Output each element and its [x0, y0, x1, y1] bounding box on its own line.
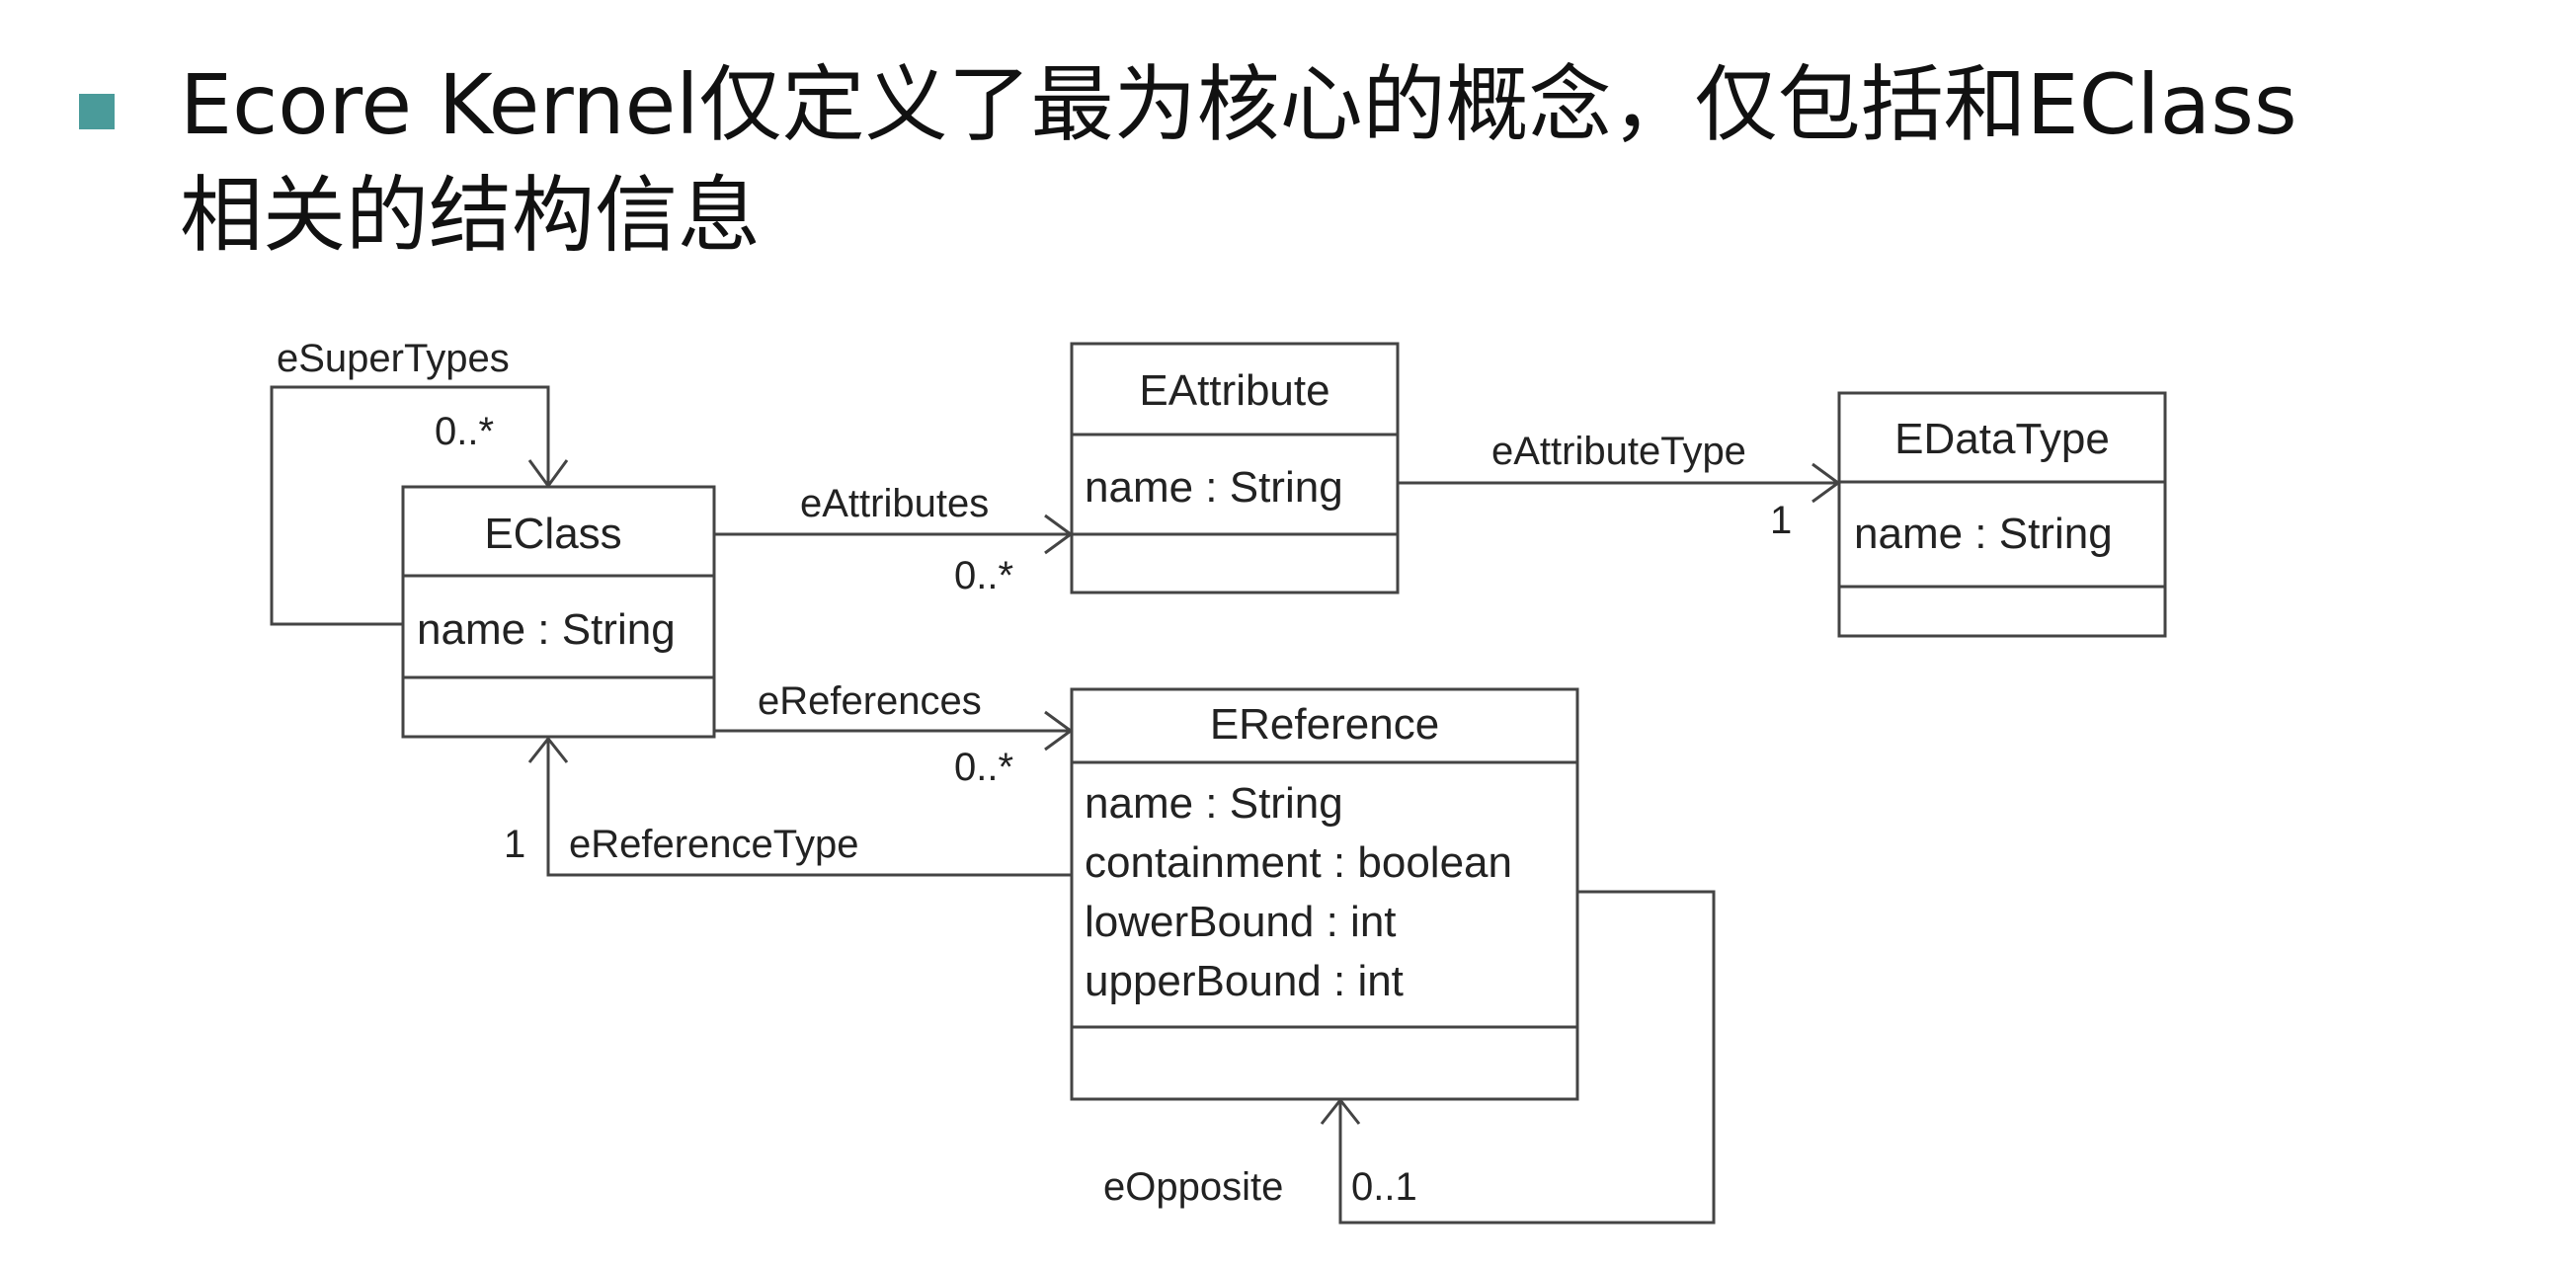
- class-eclass: EClass name : String: [401, 485, 716, 739]
- open-arrow-icon: [527, 736, 569, 763]
- bullet-square-icon: [79, 94, 115, 129]
- class-ereference-box: [1070, 687, 1579, 1101]
- class-edatatype: EDataType name : String: [1837, 391, 2167, 638]
- assoc-ereferencetype: 1 eReferenceType: [504, 736, 1072, 877]
- class-eattribute-box: [1070, 342, 1400, 594]
- assoc-esupertypes-role: eSuperTypes: [277, 337, 510, 380]
- assoc-eopposite-multiplicity: 0..1: [1351, 1165, 1417, 1209]
- assoc-eattributetype: eAttributeType 1: [1398, 430, 1841, 542]
- assoc-eopposite: eOpposite 0..1: [1103, 890, 1716, 1225]
- open-arrow-icon: [1320, 1097, 1361, 1125]
- class-edatatype-name: EDataType: [1894, 415, 2110, 463]
- class-ereference: EReference name : String containment : b…: [1070, 687, 1579, 1101]
- open-arrow-icon: [1811, 462, 1841, 504]
- assoc-esupertypes-multiplicity: 0..*: [435, 410, 494, 453]
- class-eclass-attr: name : String: [417, 605, 676, 654]
- class-eattribute: EAttribute name : String: [1070, 342, 1400, 594]
- assoc-esupertypes: eSuperTypes 0..*: [270, 337, 569, 626]
- heading-line-1: Ecore Kernel仅定义了最为核心的概念，仅包括和EClass: [180, 56, 2297, 153]
- assoc-eattributes-multiplicity: 0..*: [954, 554, 1013, 597]
- class-ereference-name: EReference: [1210, 700, 1439, 749]
- class-ereference-attr: upperBound : int: [1085, 957, 1404, 1005]
- class-eattribute-name: EAttribute: [1139, 366, 1329, 415]
- assoc-eattributes-role: eAttributes: [800, 482, 989, 525]
- assoc-eattributetype-multiplicity: 1: [1770, 499, 1792, 542]
- heading-line-2: 相关的结构信息: [180, 167, 762, 264]
- assoc-ereferencetype-role: eReferenceType: [569, 823, 859, 866]
- slide-heading: Ecore Kernel仅定义了最为核心的概念，仅包括和EClass 相关的结构…: [180, 49, 2550, 271]
- assoc-esupertypes-line: [270, 385, 550, 626]
- assoc-ereferences-role: eReferences: [758, 679, 982, 723]
- class-ereference-attr: containment : boolean: [1085, 838, 1512, 887]
- class-edatatype-attr: name : String: [1854, 510, 2113, 558]
- class-eclass-box: [401, 485, 716, 739]
- class-edatatype-box: [1837, 391, 2167, 638]
- assoc-eopposite-line: [1338, 890, 1716, 1225]
- open-arrow-icon: [527, 459, 569, 489]
- class-eattribute-attr: name : String: [1085, 463, 1343, 512]
- assoc-eattributetype-role: eAttributeType: [1491, 430, 1746, 473]
- assoc-ereferencetype-line: [546, 739, 1072, 877]
- assoc-eopposite-role: eOpposite: [1103, 1165, 1283, 1209]
- open-arrow-icon: [1044, 514, 1074, 555]
- class-ereference-attr: name : String: [1085, 779, 1343, 828]
- class-ereference-attr: lowerBound : int: [1085, 898, 1397, 946]
- open-arrow-icon: [1044, 710, 1074, 752]
- assoc-eattributes: eAttributes 0..*: [714, 482, 1074, 597]
- assoc-ereferences-multiplicity: 0..*: [954, 746, 1013, 789]
- assoc-ereferences: eReferences 0..*: [714, 679, 1074, 789]
- class-eclass-name: EClass: [484, 510, 621, 558]
- assoc-ereferencetype-multiplicity: 1: [504, 823, 525, 866]
